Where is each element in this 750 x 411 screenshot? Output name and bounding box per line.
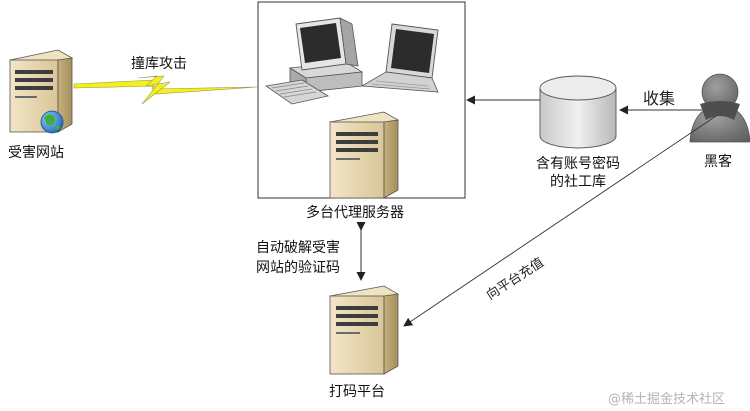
recharge-arrow [403,115,717,327]
social-db-label-line2: 的社工库 [550,174,606,190]
captcha-platform-server-icon [328,285,400,375]
proxy-server-icon [328,111,400,199]
proxy-servers-label: 多台代理服务器 [306,204,404,221]
database-icon [539,75,617,149]
laptop-icon [360,23,439,93]
victim-site-label: 受害网站 [8,145,64,161]
victim-server-icon [8,49,74,134]
collect-label: 收集 [643,89,675,108]
auto-crack-label-line2: 网站的验证码 [256,260,340,276]
captcha-platform-label: 打码平台 [329,383,385,400]
social-db-label-line1: 含有账号密码 [536,155,620,172]
auto-crack-label-line1: 自动破解受害 [256,240,340,256]
hacker-icon [689,73,750,143]
watermark-text: @稀土掘金技术社区 [608,391,725,407]
credential-stuffing-label: 撞库攻击 [131,56,187,72]
recharge-label: 向平台充值 [483,255,546,304]
hacker-label: 黑客 [704,153,732,170]
lightning-bolt-icon [73,75,258,105]
desktop-computer-icon [264,17,364,105]
globe-icon [40,110,64,134]
